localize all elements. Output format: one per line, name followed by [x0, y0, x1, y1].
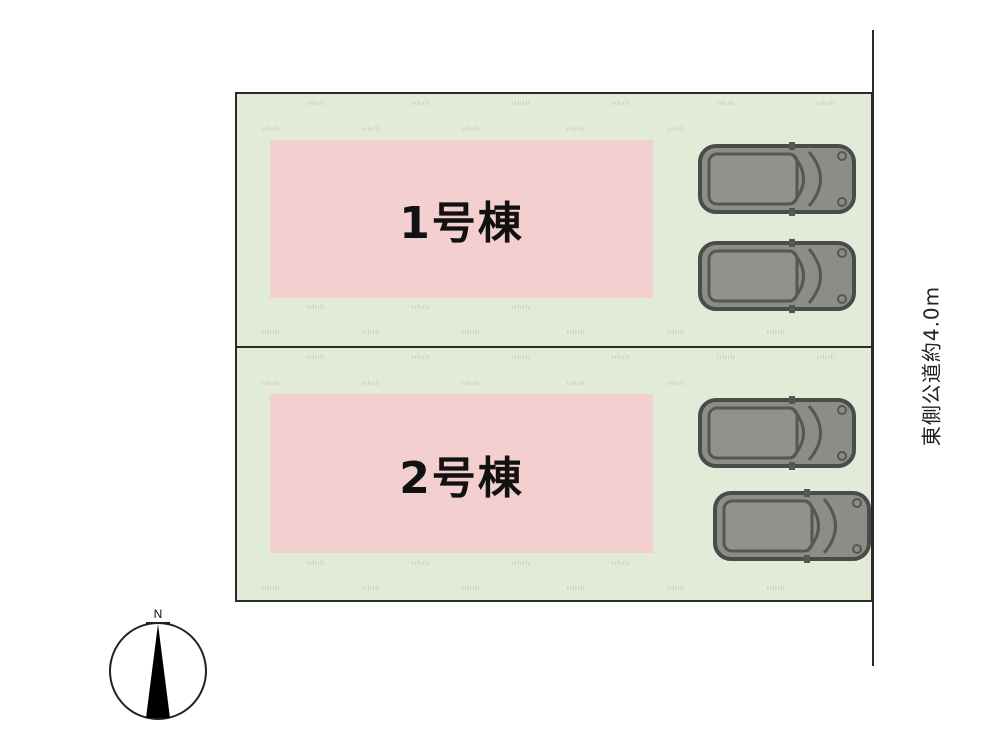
lawn-pattern: ıılıılı [412, 304, 431, 311]
lawn-pattern: ıılıılı [567, 126, 586, 133]
lawn-pattern: ıılıılı [817, 354, 836, 361]
lawn-pattern: ıılıılı [307, 100, 326, 107]
lawn-pattern: ıılıılı [362, 585, 381, 592]
lawn-pattern: ıılıılı [667, 126, 686, 133]
building-label: 1号棟 [399, 198, 524, 249]
lawn-pattern: ıılıılı [262, 329, 281, 336]
lawn-pattern: ıılıılı [262, 585, 281, 592]
lawn-pattern: ıılıılı [567, 329, 586, 336]
lot-2: ıılıılı ıılıılı ıılıılı ıılıılı ıılıılı … [235, 346, 873, 602]
lawn-pattern: ıılıılı [512, 354, 531, 361]
lawn-pattern: ıılıılı [567, 585, 586, 592]
lawn-pattern: ıılıılı [512, 560, 531, 567]
lawn-pattern: ıılıılı [817, 100, 836, 107]
car-icon [713, 489, 871, 563]
lawn-pattern: ıılıılı [462, 126, 481, 133]
lawn-pattern: ıılıılı [307, 304, 326, 311]
north-arrow-icon: N [109, 607, 207, 720]
lawn-pattern: ıılıılı [717, 100, 736, 107]
lawn-pattern: ıılıılı [612, 354, 631, 361]
road-label: 東側公道約4.0m [919, 285, 944, 447]
lawn-pattern: ıılıılı [262, 126, 281, 133]
lawn-pattern: ıılıılı [512, 100, 531, 107]
lawn-pattern: ıılıılı [307, 354, 326, 361]
lawn-pattern: ıılıılı [667, 585, 686, 592]
lawn-pattern: ıılıılı [717, 354, 736, 361]
lawn-pattern: ıılıılı [462, 329, 481, 336]
lawn-pattern: ıılıılı [612, 560, 631, 567]
building-label: 2号棟 [399, 452, 524, 504]
lawn-pattern: ıılıılı [412, 100, 431, 107]
lawn-pattern: ıılıılı [462, 585, 481, 592]
lawn-pattern: ıılıılı [412, 560, 431, 567]
car-icon [698, 396, 856, 470]
lawn-pattern: ıılıılı [462, 380, 481, 387]
lawn-pattern: ıılıılı [667, 380, 686, 387]
building-1: 1号棟 [270, 140, 653, 298]
car-icon [698, 142, 856, 216]
lawn-pattern: ıılıılı [307, 560, 326, 567]
lawn-pattern: ıılıılı [362, 126, 381, 133]
lawn-pattern: ıılıılı [262, 380, 281, 387]
lawn-pattern: ıılıılı [767, 329, 786, 336]
lawn-pattern: ıılıılı [512, 304, 531, 311]
lawn-pattern: ıılıılı [767, 585, 786, 592]
road-boundary-line [872, 30, 874, 666]
lawn-pattern: ıılıılı [362, 380, 381, 387]
lawn-pattern: ıılıılı [362, 329, 381, 336]
lawn-pattern: ıılıılı [612, 100, 631, 107]
lawn-pattern: ıılıılı [412, 354, 431, 361]
compass-label: N [154, 607, 163, 621]
lot-1: ıılıılı ıılıılı ıılıılı ıılıılı ıılıılı … [235, 92, 873, 348]
building-2: 2号棟 [270, 394, 653, 553]
lawn-pattern: ıılıılı [667, 329, 686, 336]
car-icon [698, 239, 856, 313]
lawn-pattern: ıılıılı [567, 380, 586, 387]
